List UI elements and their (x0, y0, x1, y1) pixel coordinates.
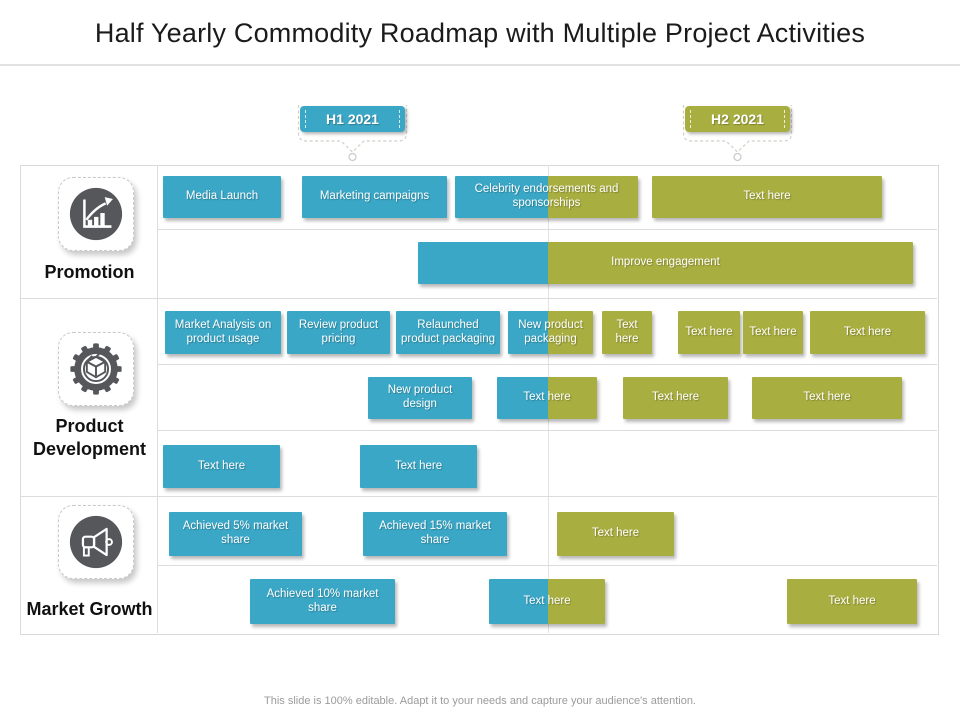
h1-2021-label: H1 2021 (326, 111, 379, 127)
grid-line-row (20, 496, 937, 497)
roadmap-bar-label: Text here (523, 594, 571, 607)
roadmap-bar-label: Text here (394, 459, 443, 472)
roadmap-bar[interactable]: Text here (787, 579, 917, 624)
promotion-icon-box[interactable] (58, 177, 134, 251)
roadmap-bar[interactable]: Text here (557, 512, 674, 556)
roadmap-bar-label: Achieved 15% market share (379, 520, 491, 546)
roadmap-bar-label: New product packaging (518, 318, 583, 345)
dashed-bracket-icon (297, 105, 408, 162)
roadmap-bar[interactable]: Celebrity endorsements and sponsorships (455, 176, 638, 218)
roadmap-bar[interactable]: New product packaging (508, 311, 593, 354)
row-label-promotion: Promotion (44, 262, 135, 282)
roadmap-bar[interactable]: Text here (810, 311, 925, 354)
grid-line-lane (157, 364, 937, 365)
roadmap-bar[interactable]: Text here (602, 311, 652, 354)
grid-line-lane (157, 229, 937, 230)
roadmap-bar[interactable]: Text here (652, 176, 882, 218)
bar-chart-rising-icon (69, 187, 123, 241)
roadmap-bar[interactable]: Achieved 15% market share (363, 512, 507, 556)
grid-line-lane (157, 430, 937, 431)
h2-2021-label: H2 2021 (711, 111, 764, 127)
megaphone-icon (69, 515, 123, 569)
roadmap-bar[interactable]: Improve engagement (418, 242, 913, 284)
title-divider (0, 64, 960, 66)
h2-2021-badge[interactable]: H2 2021 (685, 106, 790, 132)
roadmap-bar-label: Text here (523, 391, 571, 404)
roadmap-bar-label: Marketing campaigns (319, 190, 430, 203)
roadmap-bar-label: Text here (651, 391, 700, 404)
grid-line-label-column (157, 165, 158, 633)
roadmap-bar-label: Text here (197, 459, 246, 472)
roadmap-bar[interactable]: Marketing campaigns (302, 176, 447, 218)
roadmap-bar[interactable]: Text here (497, 377, 597, 419)
roadmap-bar[interactable]: Text here (752, 377, 902, 419)
roadmap-bar-label: Market Analysis on product usage (174, 318, 272, 345)
roadmap-bar[interactable]: Text here (678, 311, 740, 354)
roadmap-bar-label: Improve engagement (611, 256, 720, 269)
roadmap-bar[interactable]: Text here (360, 445, 477, 488)
roadmap-bar-label: Text here (749, 325, 797, 338)
h1-2021-marker: H1 2021 (297, 105, 408, 162)
market-growth-icon-box[interactable] (58, 505, 134, 579)
roadmap-bar-label: Text here (828, 594, 876, 607)
roadmap-bar-label: Media Launch (185, 190, 259, 203)
product-development-icon-box[interactable] (58, 332, 134, 406)
roadmap-bar[interactable]: Review product pricing (287, 311, 390, 354)
roadmap-bar-label: Achieved 5% market share (182, 520, 289, 546)
roadmap-bar-label: Review product pricing (298, 318, 379, 345)
dashed-bracket-icon (682, 105, 793, 162)
roadmap-bar-label: Relaunched product packaging (401, 318, 495, 345)
roadmap-bar[interactable]: New product design (368, 377, 472, 419)
grid-line-lane (157, 565, 937, 566)
roadmap-bar[interactable]: Achieved 5% market share (169, 512, 302, 556)
roadmap-bar[interactable]: Text here (489, 579, 605, 624)
roadmap-bar-label: Celebrity endorsements and sponsorships (474, 183, 619, 209)
roadmap-bar-label: Text here (743, 190, 791, 203)
page-title: Half Yearly Commodity Roadmap with Multi… (94, 18, 866, 48)
roadmap-bar[interactable]: Relaunched product packaging (396, 311, 500, 354)
roadmap-bar-label: Text here (843, 325, 892, 338)
roadmap-bar-label: New product design (387, 384, 453, 410)
roadmap-grid (20, 165, 939, 635)
footer-note: This slide is 100% editable. Adapt it to… (264, 695, 696, 707)
roadmap-bar-label: Text here (803, 391, 851, 404)
h1-2021-badge[interactable]: H1 2021 (300, 106, 405, 132)
roadmap-bar-label: Text here (685, 325, 733, 338)
roadmap-bar-label: Text here (591, 527, 640, 540)
roadmap-bar[interactable]: Text here (163, 445, 280, 488)
roadmap-bar[interactable]: Text here (623, 377, 728, 419)
row-label-market-growth: Market Growth (26, 599, 153, 619)
roadmap-bar[interactable]: Media Launch (163, 176, 281, 218)
roadmap-bar-label: Text here (615, 318, 639, 345)
gear-cube-icon (70, 343, 122, 395)
h2-2021-marker: H2 2021 (682, 105, 793, 162)
roadmap-bar-label: Achieved 10% market share (266, 587, 379, 614)
roadmap-bar[interactable]: Achieved 10% market share (250, 579, 395, 624)
grid-line-row (20, 298, 937, 299)
roadmap-bar[interactable]: Text here (743, 311, 803, 354)
roadmap-bar[interactable]: Market Analysis on product usage (165, 311, 281, 354)
row-label-product-development: Product Development (32, 416, 147, 460)
